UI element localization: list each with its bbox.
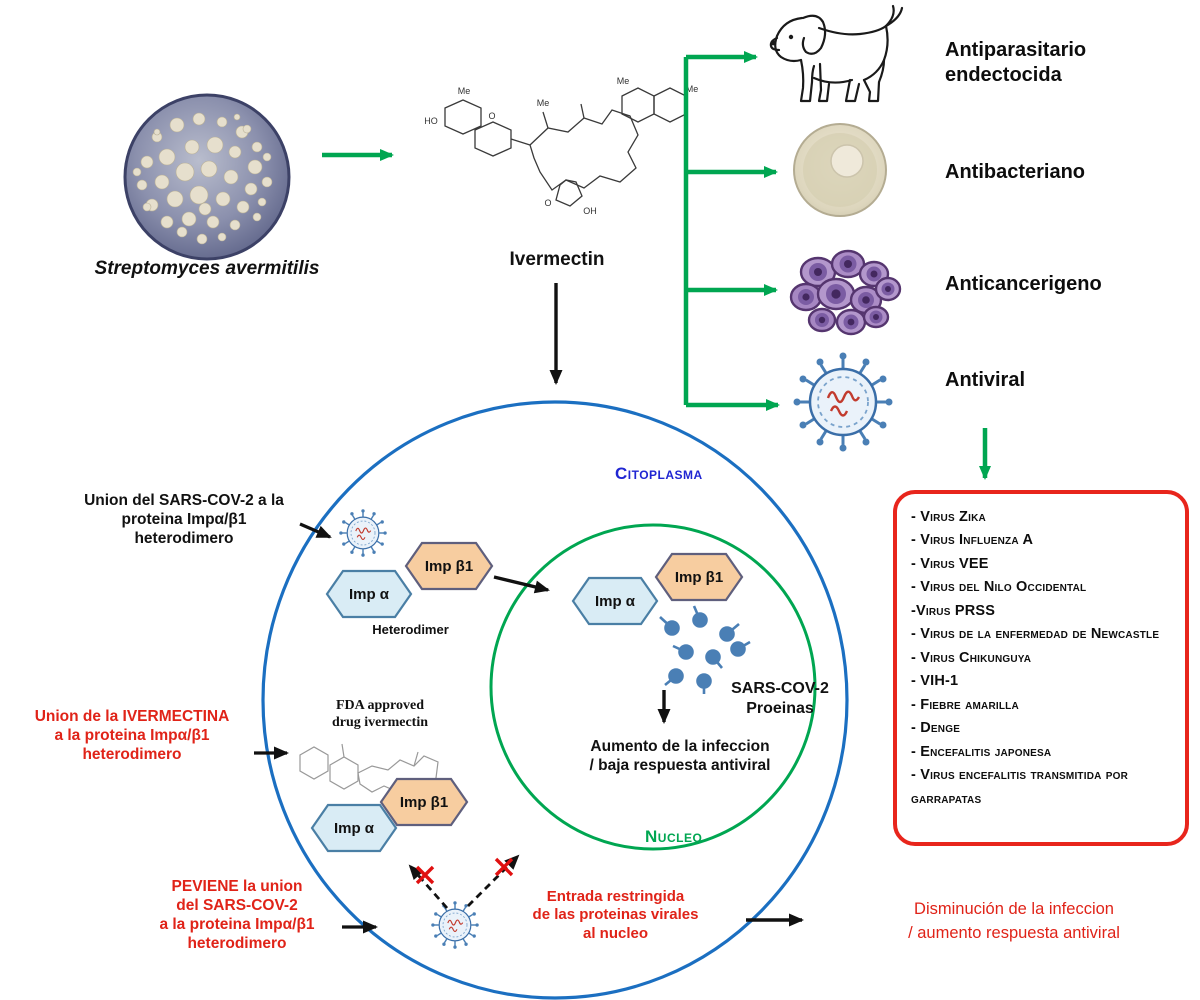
imp-beta1-label: Imp β1 [400,794,448,811]
virus-list-item: - Virus VEE [911,555,989,572]
sars-cov2-virion-top [338,508,388,558]
heterodimer-nucleus: Imp β1 Imp α [571,552,744,626]
imp-alpha-label: Imp α [349,586,390,603]
compound-label: Ivermectin [509,249,605,270]
chem-label-oh: OH [583,206,597,216]
red-x-icon [415,865,435,885]
source-organism-label: Streptomyces avermitilis [94,258,320,279]
chem-label-me: Me [686,84,699,94]
chem-label-me: Me [537,98,550,108]
petri-dish-icon [793,123,887,217]
chem-label-ho: HO [424,116,438,126]
imp-beta1-label: Imp β1 [425,558,473,575]
dog-icon [769,4,904,103]
disminucion-annotation: Disminución de la infeccion / aumento re… [908,900,1120,942]
imp-alpha-label: Imp α [595,593,636,610]
use-label-anticancerigeno: Anticancerigeno [945,273,1102,295]
sars-cov2-virion-blocked [430,900,480,950]
nucleo-label: Nucleo [645,827,703,846]
antiviral-target-list-box: - Virus Zika - Virus Influenza A - Virus… [893,490,1189,846]
heterodimer-label: Heterodimer [372,622,449,637]
arrow-heterodimer-to-nucleus [493,575,550,594]
imp-alpha-label: Imp α [334,820,375,837]
virus-list-item: - Encefalitis japonesa [911,743,1052,760]
use-label-antibacteriano: Antibacteriano [945,161,1086,183]
virus-list-item: - VIH-1 [911,673,959,690]
virus-list-item: - Fiebre amarilla [911,696,1019,713]
cancer-cells-icon [789,249,902,336]
virus-list-item: - Virus de la enfermedad de Newcastle [911,626,1160,643]
chem-label-me: Me [617,76,630,86]
arrow-union-sars [299,522,332,539]
streptomyces-colonies [132,112,273,245]
virus-list-item: - Virus Chikunguya [911,649,1032,666]
imp-beta1-label: Imp β1 [675,569,723,586]
use-label-antiparasitario: Antiparasitario endectocida [945,39,1087,86]
heterodimer-cytoplasm: Imp β1 Imp α [325,541,494,619]
previene-annotation: PEVIENE la union del SARS-COV-2 a la pro… [159,878,315,952]
virus-list-item: -Virus PRSS [911,602,996,619]
chem-label-o: O [544,198,551,208]
nucleus-outcome-label: Aumento de la infeccion / baja respuesta… [589,738,771,774]
blocked-paths [408,854,520,909]
virus-list-item: - Denge [911,720,961,737]
virus-list-item: - Virus encefalitis transmitida por garr… [911,767,1129,807]
union-ivermectina-annotation: Union de la IVERMECTINA a la proteina Im… [34,708,230,763]
virus-list-item: - Virus Influenza A [911,532,1034,549]
nucleus-circle [489,523,817,851]
use-label-antiviral: Antiviral [945,369,1026,391]
ivermectin-structure [444,87,687,207]
red-x-icon [494,857,514,877]
streptomyces-dish [123,93,291,261]
entrada-restringida-annotation: Entrada restringida de las proteinas vir… [532,888,699,942]
uses-branch-lines [683,51,780,411]
citoplasma-label: Citoplasma [615,464,703,483]
virus-list-item: - Virus Zika [911,509,986,525]
fda-approved-label: FDA approved drug ivermectin [331,698,429,731]
heterodimer-ivermectin-bound: Imp β1 Imp α [310,777,469,853]
virus-icon [792,351,894,453]
chem-label-me: Me [458,86,471,96]
chem-label-o: O [488,111,495,121]
ivermectin-structure-labels: HO Me O Me Me Me OH O [424,76,698,216]
sars-proteins-cluster [659,605,751,694]
sars-proteins-label: SARS-COV-2 Proeinas [731,680,829,717]
virus-list-item: - Virus del Nilo Occidental [911,579,1087,596]
cell-membrane-circle [261,400,849,1000]
union-sars-annotation: Union del SARS-COV-2 a la proteina Impα/… [84,492,284,547]
